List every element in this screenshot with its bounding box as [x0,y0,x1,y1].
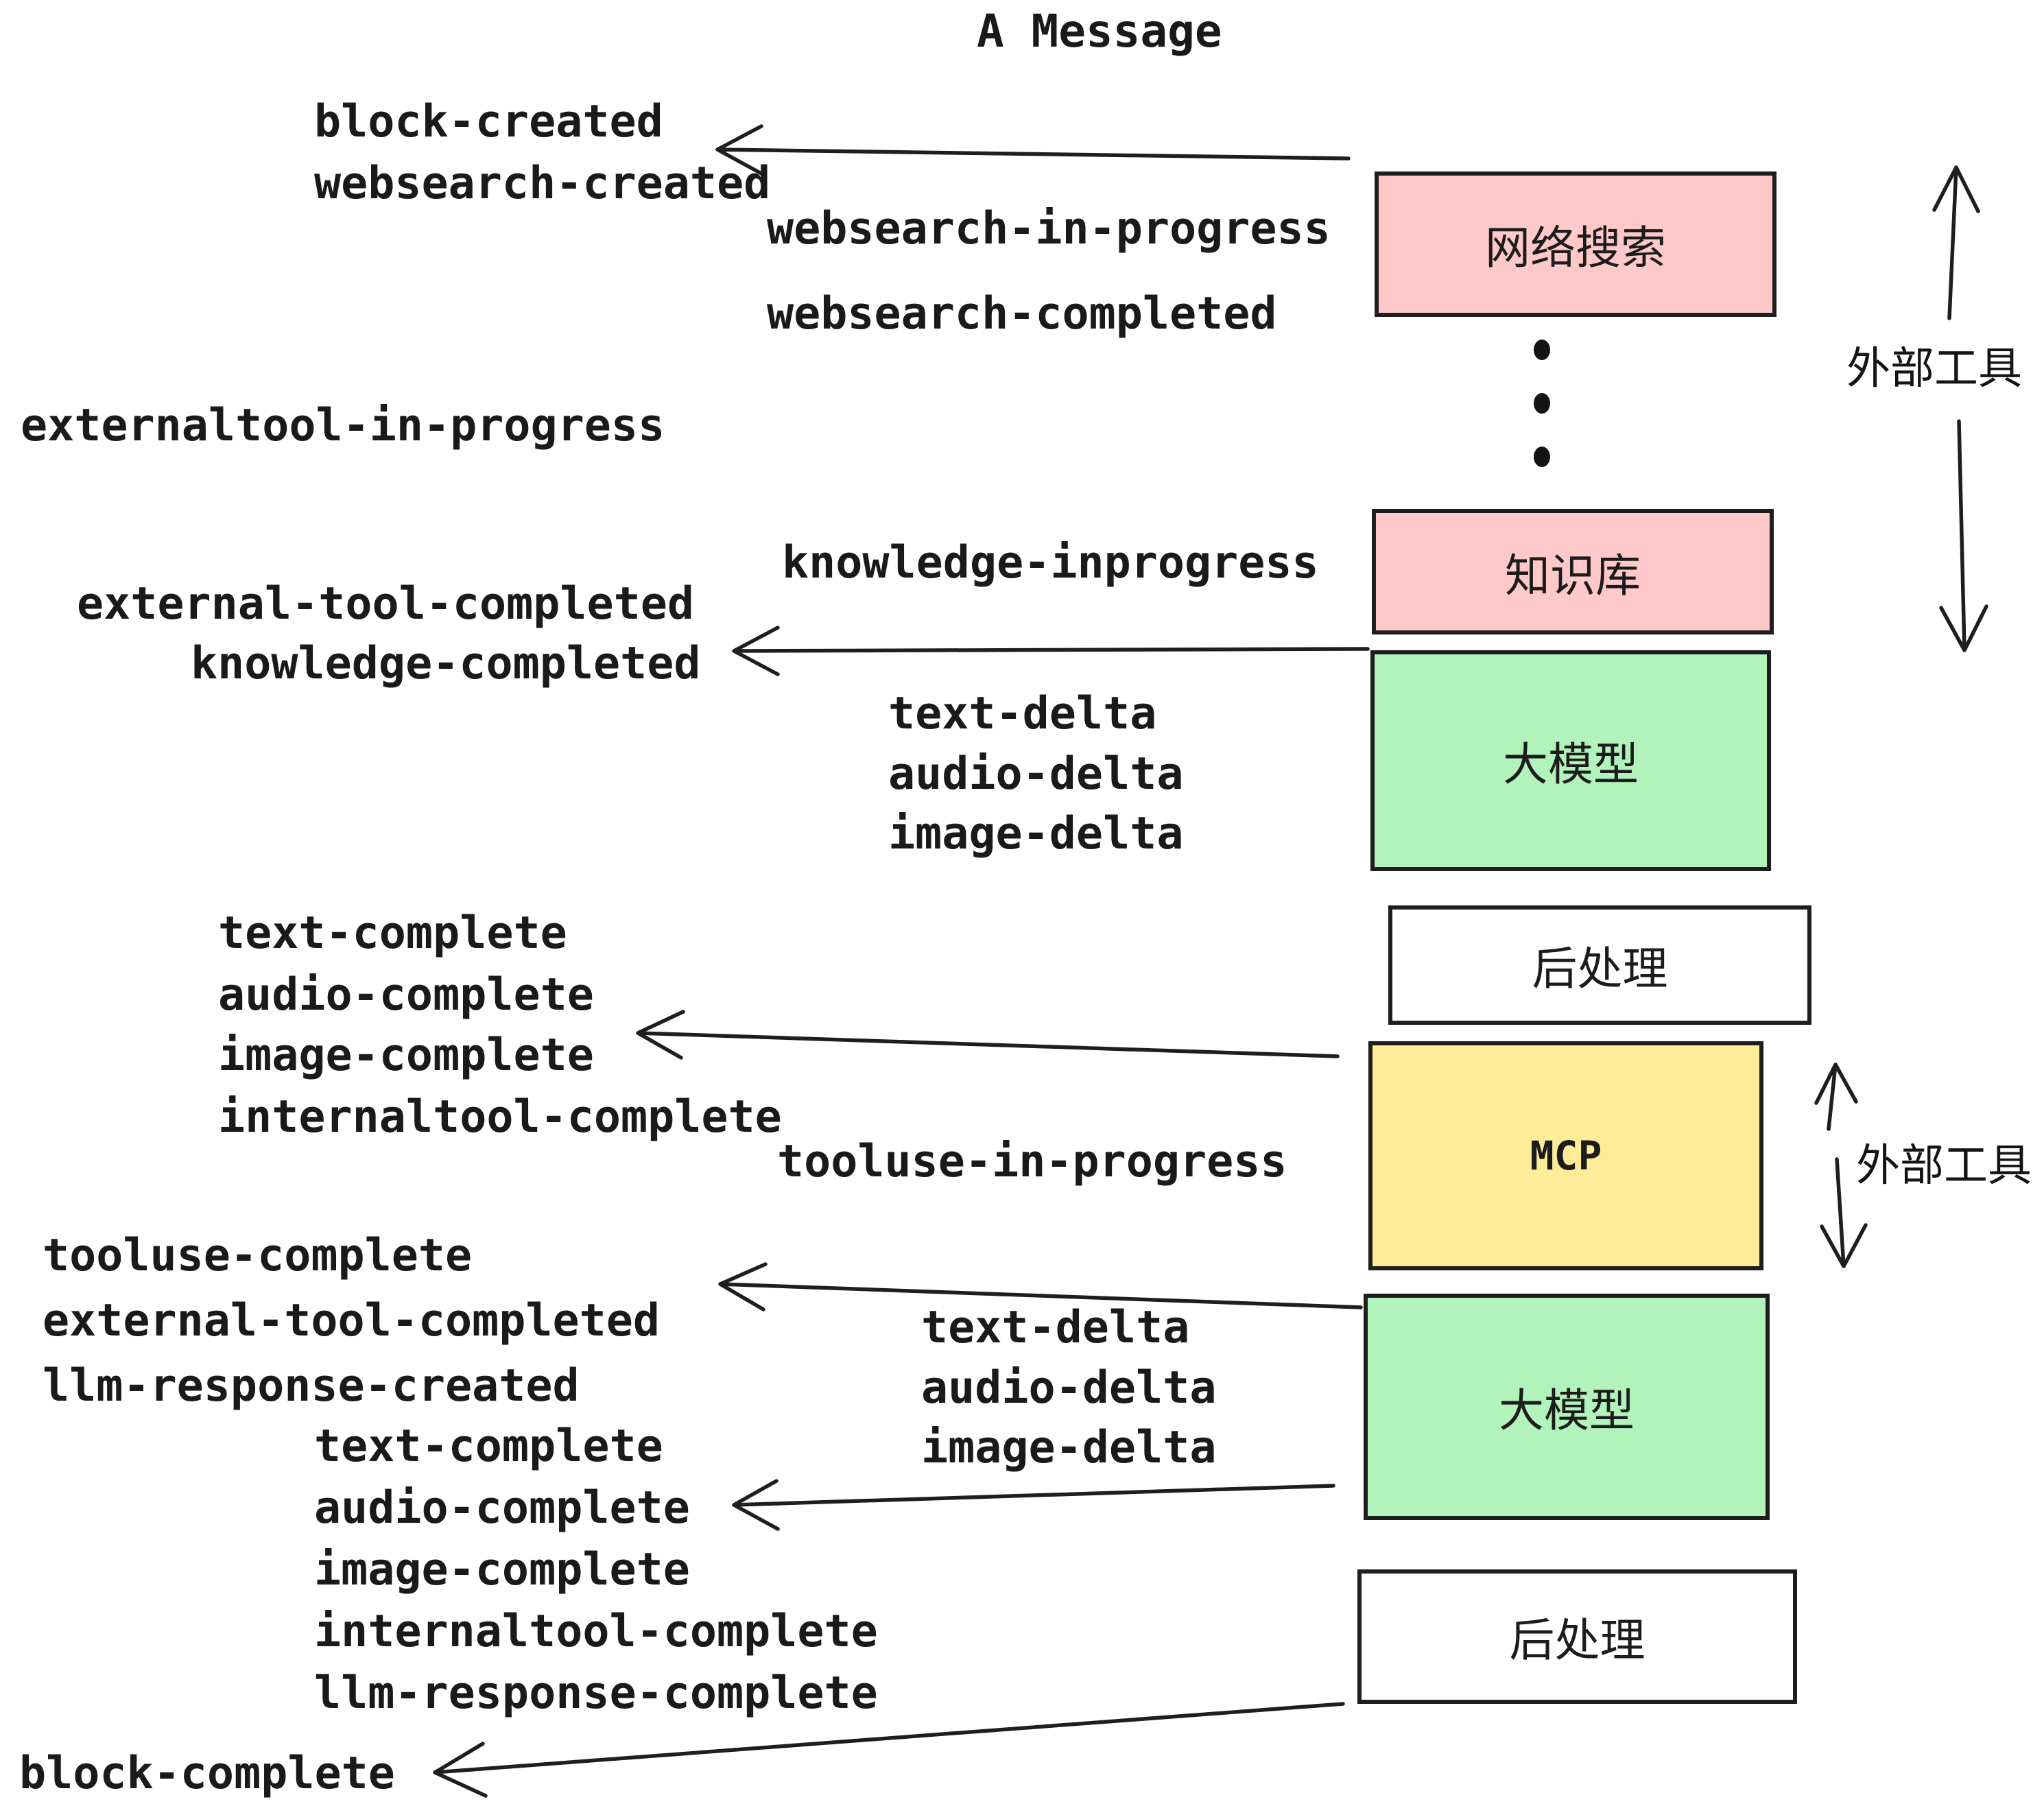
event-text-complete-1: text-complete [218,907,567,959]
event-llm-response-complete: llm-response-complete [314,1667,878,1719]
event-text-complete-2: text-complete [314,1421,663,1472]
node-websearch: 网络搜索 [1375,171,1776,317]
arrow-llm2-to-audio-complete-icon [732,1479,1335,1531]
vertical-ellipsis-icon [1528,340,1556,500]
event-external-tool-completed-1: external-tool-completed [77,578,695,630]
event-tooluse-in-progress: tooluse-in-progress [777,1136,1287,1187]
node-websearch-label: 网络搜索 [1485,222,1666,273]
event-block-complete: block-complete [19,1748,395,1799]
event-audio-delta-2: audio-delta [921,1362,1217,1414]
event-image-delta-2: image-delta [921,1422,1217,1473]
node-mcp-label: MCP [1530,1132,1602,1179]
node-knowledge: 知识库 [1372,509,1774,634]
event-external-tool-completed-2: external-tool-completed [43,1295,661,1346]
node-postprocess-2-label: 后处理 [1509,1615,1645,1665]
event-websearch-created: websearch-created [314,158,771,209]
event-image-delta-1: image-delta [888,808,1184,859]
event-block-created: block-created [314,96,663,147]
event-knowledge-inprogress: knowledge-inprogress [782,537,1319,589]
event-websearch-completed: websearch-completed [767,288,1277,340]
node-postprocess-1: 后处理 [1388,905,1811,1025]
node-llm-1: 大模型 [1370,650,1771,871]
event-image-complete-2: image-complete [314,1544,690,1595]
node-mcp: MCP [1368,1041,1763,1270]
diagram-title: A Message [977,5,1222,58]
event-audio-complete-2: audio-complete [314,1482,690,1534]
event-websearch-in-progress: websearch-in-progress [767,203,1331,254]
event-externaltool-in-progress: externaltool-in-progress [21,400,665,451]
external-tools-top-label: 外部工具 [1846,344,2022,393]
node-postprocess-2: 后处理 [1357,1569,1797,1704]
node-llm-2-label: 大模型 [1499,1385,1635,1436]
arrow-mcp-to-image-complete-icon [636,1010,1340,1060]
event-internaltool-complete-2: internaltool-complete [314,1606,878,1657]
node-postprocess-1-label: 后处理 [1532,943,1668,994]
node-knowledge-label: 知识库 [1505,549,1641,601]
external-tools-top-up-arrow-icon [1932,165,1980,320]
arrow-websearch-to-block-created-icon [715,124,1351,176]
external-tools-mcp-up-arrow-icon [1814,1063,1858,1131]
event-image-complete-1: image-complete [218,1030,594,1081]
arrow-knowledge-to-knowledge-completed-icon [732,626,1370,676]
event-internaltool-complete-1: internaltool-complete [218,1091,782,1143]
event-tooluse-complete: tooluse-complete [43,1230,473,1281]
external-tools-top-down-arrow-icon [1939,419,1988,652]
event-text-delta-2: text-delta [921,1302,1190,1353]
event-audio-delta-1: audio-delta [888,748,1184,800]
node-llm-1-label: 大模型 [1503,739,1639,790]
event-llm-response-created: llm-response-created [43,1360,580,1412]
event-text-delta-1: text-delta [888,688,1157,739]
node-llm-2: 大模型 [1364,1294,1770,1520]
external-tools-mcp-label: 外部工具 [1856,1141,2032,1190]
event-knowledge-completed: knowledge-completed [191,638,701,689]
event-audio-complete-1: audio-complete [218,969,594,1021]
